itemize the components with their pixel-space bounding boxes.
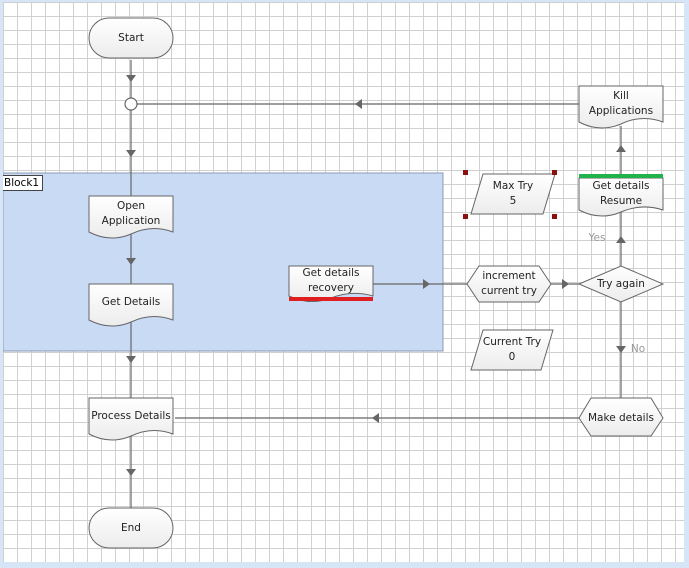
open-application-shape[interactable]	[88, 195, 174, 239]
process-details-shape[interactable]	[88, 397, 174, 441]
try-again-label: Try again	[597, 277, 645, 290]
block-label[interactable]: Block1	[3, 175, 44, 191]
get-details-shape[interactable]	[88, 283, 174, 327]
end-node-shape[interactable]	[88, 507, 174, 549]
get-details-label: Get Details	[101, 295, 161, 308]
start-label: Start	[118, 31, 144, 44]
get-details-resume-shape[interactable]	[578, 177, 664, 217]
block-region[interactable]	[3, 172, 444, 352]
make-details-shape[interactable]	[578, 397, 664, 437]
resume-stage-bar	[579, 174, 663, 178]
increment-current-try-shape[interactable]	[466, 265, 552, 303]
no-edge-label: No	[630, 342, 646, 355]
process-details-label: Process Details	[91, 409, 171, 422]
selection-handles[interactable]	[463, 170, 557, 219]
end-label: End	[121, 521, 141, 534]
flowchart-graphics	[3, 17, 665, 549]
max-try-shape[interactable]	[470, 173, 556, 215]
junction-node[interactable]	[124, 97, 138, 111]
make-details-label: Make details	[588, 411, 654, 424]
recovery-stage-bar	[289, 297, 373, 301]
current-try-shape[interactable]	[470, 329, 554, 371]
arrowheads	[126, 75, 626, 476]
try-again-shape[interactable]	[577, 265, 665, 303]
start-node-shape[interactable]	[88, 17, 174, 59]
kill-applications-shape[interactable]	[578, 85, 664, 129]
yes-edge-label: Yes	[588, 231, 606, 244]
